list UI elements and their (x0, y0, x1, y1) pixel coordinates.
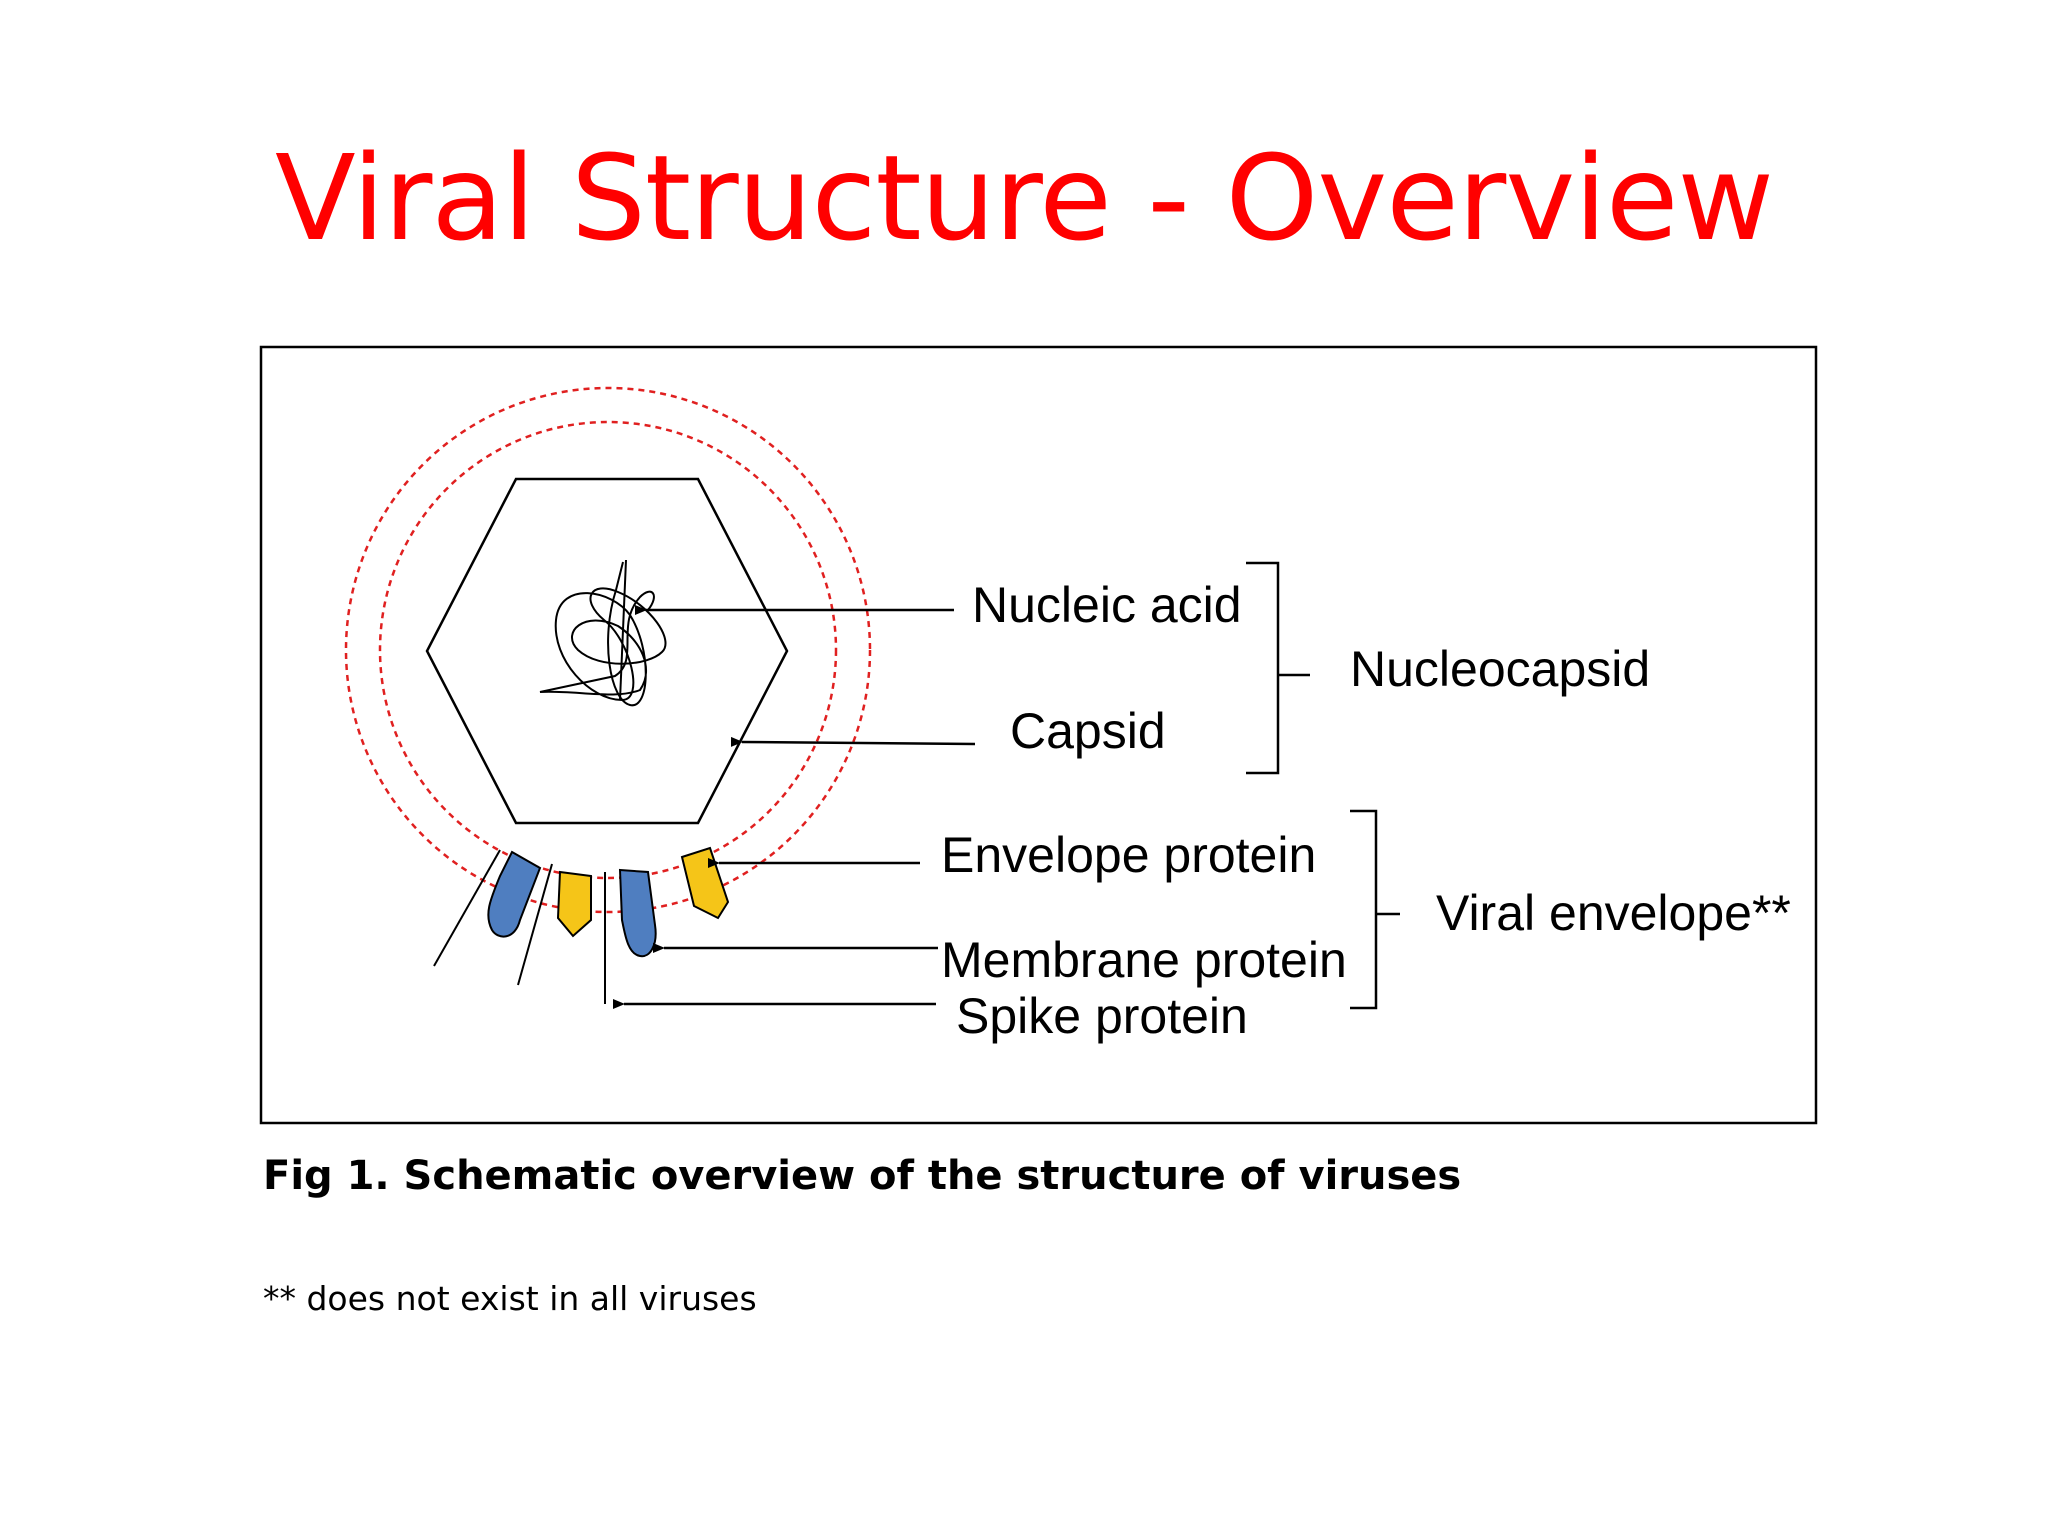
nucleocapsid-bracket (1246, 561, 1310, 775)
viral-envelope-bracket (1350, 809, 1400, 1010)
outer-envelope-ring (344, 386, 872, 914)
envelope-protein (680, 846, 730, 920)
figure-caption: Fig 1. Schematic overview of the structu… (263, 1153, 1462, 1199)
label-capsid: Capsid (1010, 703, 1166, 759)
spike-protein-stalk (517, 863, 553, 986)
membrane-protein (618, 868, 657, 958)
envelope-protein (556, 870, 592, 938)
label-spike-protein: Spike protein (956, 988, 1248, 1044)
nucleic-acid-strand (619, 559, 627, 701)
label-membrane-protein: Membrane protein (941, 932, 1347, 988)
capsid-hexagon (425, 477, 789, 825)
slide-title: Viral Structure - Overview (274, 129, 1774, 267)
inner-envelope-ring (378, 420, 838, 880)
figure-frame (259, 345, 1818, 1125)
label-nucleocapsid: Nucleocapsid (1350, 641, 1650, 697)
label-envelope-protein: Envelope protein (941, 827, 1316, 883)
capsid-arrow (730, 736, 976, 747)
spike-protein-stalk (433, 849, 501, 967)
nucleic-acid-coil (539, 561, 667, 707)
footnote: ** does not exist in all viruses (263, 1279, 757, 1318)
label-nucleic-acid: Nucleic acid (972, 577, 1242, 633)
membrane-protein (487, 850, 542, 938)
label-viral-envelope: Viral envelope** (1436, 885, 1791, 941)
